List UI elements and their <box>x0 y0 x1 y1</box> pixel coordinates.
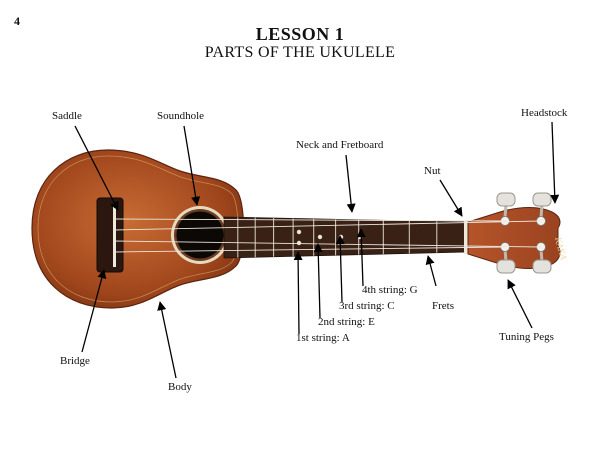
string-4 <box>113 218 506 222</box>
label-arrows <box>74 121 560 379</box>
string-2 <box>113 240 542 248</box>
arrow-tuning-pegs <box>507 279 533 329</box>
label-saddle: Saddle <box>52 110 82 122</box>
arrow-body <box>157 301 177 379</box>
page-number: 4 <box>14 14 20 28</box>
headstock: KAKA <box>467 207 569 269</box>
arrow-neck <box>345 154 356 213</box>
label-string-4: 4th string: G <box>362 284 418 296</box>
arrow-bridge <box>81 269 107 353</box>
arrow-soundhole <box>183 125 201 206</box>
arrow-string4 <box>356 228 366 287</box>
arrow-frets <box>425 255 437 287</box>
tuning-peg-top-right <box>532 192 552 226</box>
arrow-nut <box>439 179 463 217</box>
nut <box>464 220 468 254</box>
arrow-saddle <box>74 125 119 211</box>
label-soundhole: Soundhole <box>157 110 205 122</box>
ukulele-body <box>31 149 245 309</box>
label-neck-fretboard: Neck and Fretboard <box>296 139 384 151</box>
label-body: Body <box>168 381 192 393</box>
label-string-2: 2nd string: E <box>318 316 375 328</box>
label-frets: Frets <box>432 300 454 312</box>
label-headstock: Headstock <box>521 107 568 119</box>
arrow-headstock <box>550 121 560 204</box>
strings <box>113 218 542 253</box>
arrow-string3 <box>335 235 345 303</box>
label-bridge: Bridge <box>60 355 90 367</box>
arrow-string1 <box>293 251 303 335</box>
label-nut: Nut <box>424 165 441 177</box>
lesson-subtitle: PARTS OF THE UKULELE <box>204 44 396 61</box>
label-tuning-pegs: Tuning Pegs <box>499 331 554 343</box>
arrow-string2 <box>313 243 323 319</box>
string-1 <box>113 246 506 253</box>
lesson-title: LESSON 1 <box>255 24 345 44</box>
bridge <box>96 197 124 273</box>
tuning-peg-bottom-left <box>496 242 516 274</box>
string-3 <box>113 220 542 231</box>
label-string-1: 1st string: A <box>296 332 350 344</box>
label-string-3: 3rd string: C <box>339 300 395 312</box>
